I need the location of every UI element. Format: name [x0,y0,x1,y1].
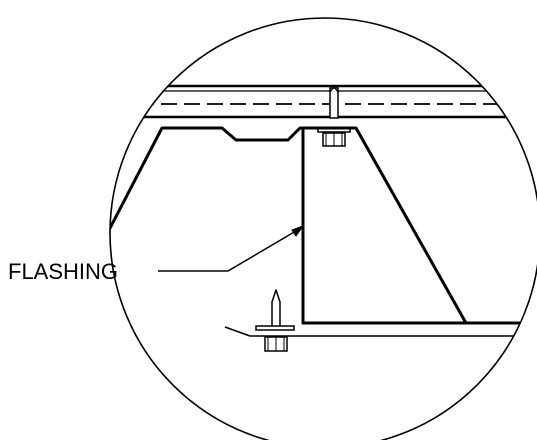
panel-profile [110,126,537,325]
flashing-leader [158,224,305,272]
detail-contents [110,84,537,352]
upper-fastener [317,85,351,147]
detail-circle [109,17,537,440]
leader-arrowhead [291,224,305,237]
flashing-label: FLASHING [8,259,118,284]
upper-rail [110,84,537,119]
lower-fastener [255,289,295,352]
